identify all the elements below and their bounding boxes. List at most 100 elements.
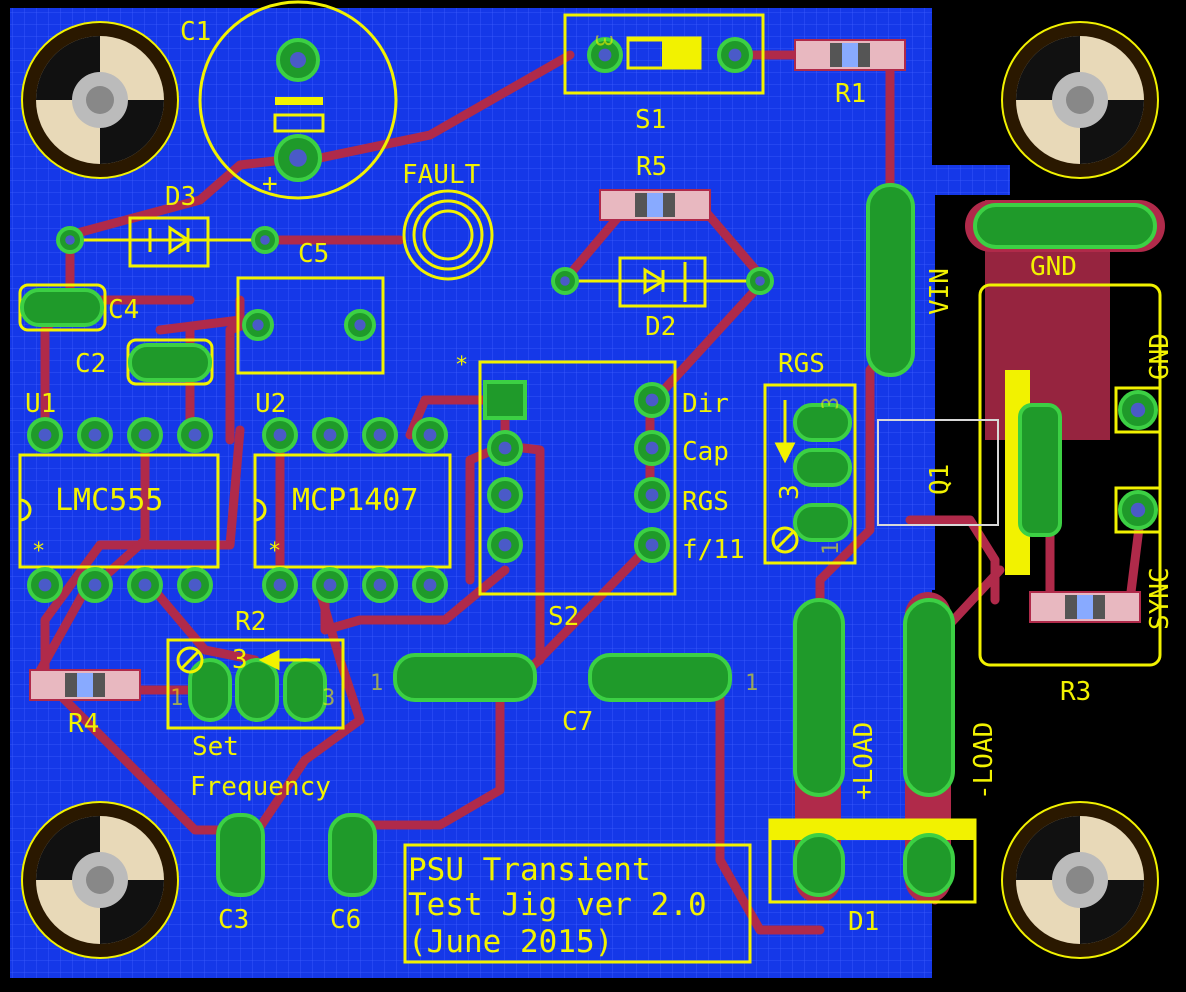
through-hole-pad	[242, 309, 274, 341]
through-hole-pad	[77, 567, 113, 603]
label-pot-num-r2: 3	[232, 645, 248, 675]
label-rgs-pin: RGS	[682, 487, 729, 517]
label-dir: Dir	[682, 389, 729, 419]
plus-mark: +	[262, 169, 278, 199]
label-c2: C2	[75, 349, 106, 379]
through-hole-pad	[27, 417, 63, 453]
label-set: Set	[192, 732, 239, 762]
label-c3: C3	[218, 905, 249, 935]
through-hole-pad	[127, 567, 163, 603]
label-pin-header-right: 1	[745, 671, 758, 696]
label-cap: Cap	[682, 437, 729, 467]
through-hole-pad	[487, 430, 523, 466]
s2-pin1-pad	[483, 380, 527, 420]
through-hole-pad	[312, 567, 348, 603]
through-hole-pad	[274, 134, 322, 182]
component-labels: C1 D3 C5 C4 C2 U1 U2 LMC555 MCP1407 S1 R…	[25, 17, 1091, 937]
label-r1: R1	[835, 79, 866, 109]
through-hole-pad	[1118, 490, 1158, 530]
label-plus-load: +LOAD	[849, 722, 879, 800]
through-hole-pad	[412, 417, 448, 453]
square-pad-outline	[1114, 386, 1162, 434]
label-s1: S1	[635, 105, 666, 135]
label-q1: Q1	[925, 464, 955, 495]
label-d3: D3	[165, 182, 196, 212]
q1-heatsink-outline	[877, 419, 999, 526]
through-hole-pad	[634, 477, 670, 513]
title-line-3: (June 2015)	[408, 924, 613, 960]
label-lmc555: LMC555	[55, 483, 163, 518]
mounting-hole-icon	[21, 801, 179, 959]
label-pin-rgs-bottom: 1	[819, 542, 844, 555]
title-block: PSU Transient Test Jig ver 2.0 (June 201…	[408, 852, 707, 960]
pin1-marker-s2: *	[455, 353, 468, 378]
through-hole-pad	[362, 567, 398, 603]
label-c7: C7	[562, 707, 593, 737]
through-hole-pad	[746, 267, 774, 295]
label-pin-header-left: 1	[370, 671, 383, 696]
smd-resistors	[29, 39, 1141, 701]
label-u2: U2	[255, 389, 286, 419]
label-rgs: RGS	[778, 349, 825, 379]
pin1-markers: * * *	[32, 353, 468, 564]
label-mcp1407: MCP1407	[292, 483, 418, 518]
label-c1: C1	[180, 17, 211, 47]
oval-pads	[20, 183, 1165, 897]
label-r2: R2	[235, 607, 266, 637]
square-pad-outline	[1114, 486, 1162, 534]
through-hole-pad	[487, 527, 523, 563]
label-pot-num-rgs: 3	[775, 484, 805, 500]
through-hole-pad	[262, 417, 298, 453]
pin1-marker-u1: *	[32, 539, 45, 564]
through-hole-pad	[1118, 390, 1158, 430]
label-d1: D1	[848, 907, 879, 937]
s1-switch-body	[626, 38, 702, 70]
through-hole-pad	[717, 37, 753, 73]
through-hole-pad	[177, 417, 213, 453]
label-c5: C5	[298, 239, 329, 269]
through-hole-pad	[56, 226, 84, 254]
label-pin-r2-left: 1	[170, 686, 183, 711]
through-hole-pad	[362, 417, 398, 453]
mounting-holes	[21, 21, 1159, 959]
label-u1: U1	[25, 389, 56, 419]
through-hole-pad	[344, 309, 376, 341]
mounting-hole-icon	[21, 21, 179, 179]
through-hole-pad	[487, 477, 523, 513]
through-hole-pad	[27, 567, 63, 603]
through-hole-pad	[634, 527, 670, 563]
through-hole-pad	[312, 417, 348, 453]
arrow-icon	[258, 400, 796, 671]
label-fault: FAULT	[402, 160, 481, 190]
through-hole-pad	[276, 38, 320, 82]
mounting-hole-icon	[1001, 21, 1159, 179]
through-hole-pad	[634, 382, 670, 418]
label-c4: C4	[108, 295, 139, 325]
label-pin-r2-right: 3	[322, 686, 335, 711]
through-hole-pad	[587, 37, 623, 73]
label-pin-rgs-top: 3	[819, 397, 844, 410]
label-sync: SYNC	[1145, 567, 1175, 630]
potentiometer-icon	[176, 526, 799, 674]
label-vin: VIN	[925, 268, 955, 315]
through-hole-pad	[262, 567, 298, 603]
label-minus-load: -LOAD	[969, 722, 999, 800]
pin1-marker-u2: *	[268, 539, 281, 564]
label-gnd-top: GND	[1030, 252, 1077, 282]
through-hole-pad	[412, 567, 448, 603]
label-r3: R3	[1060, 677, 1091, 707]
title-line-1: PSU Transient	[408, 852, 651, 888]
through-hole-pad	[177, 567, 213, 603]
title-line-2: Test Jig ver 2.0	[408, 887, 707, 923]
label-s1-pin: 3	[590, 34, 615, 47]
label-s2: S2	[548, 602, 579, 632]
label-r5: R5	[636, 152, 667, 182]
through-hole-pad	[127, 417, 163, 453]
label-d2: D2	[645, 312, 676, 342]
label-frequency: Frequency	[190, 772, 331, 802]
through-hole-pad	[77, 417, 113, 453]
rotated-labels: VIN GND SYNC +LOAD -LOAD Q1 3 3 1	[775, 268, 1175, 800]
mounting-hole-icon	[1001, 801, 1159, 959]
through-hole-pad	[551, 267, 579, 295]
